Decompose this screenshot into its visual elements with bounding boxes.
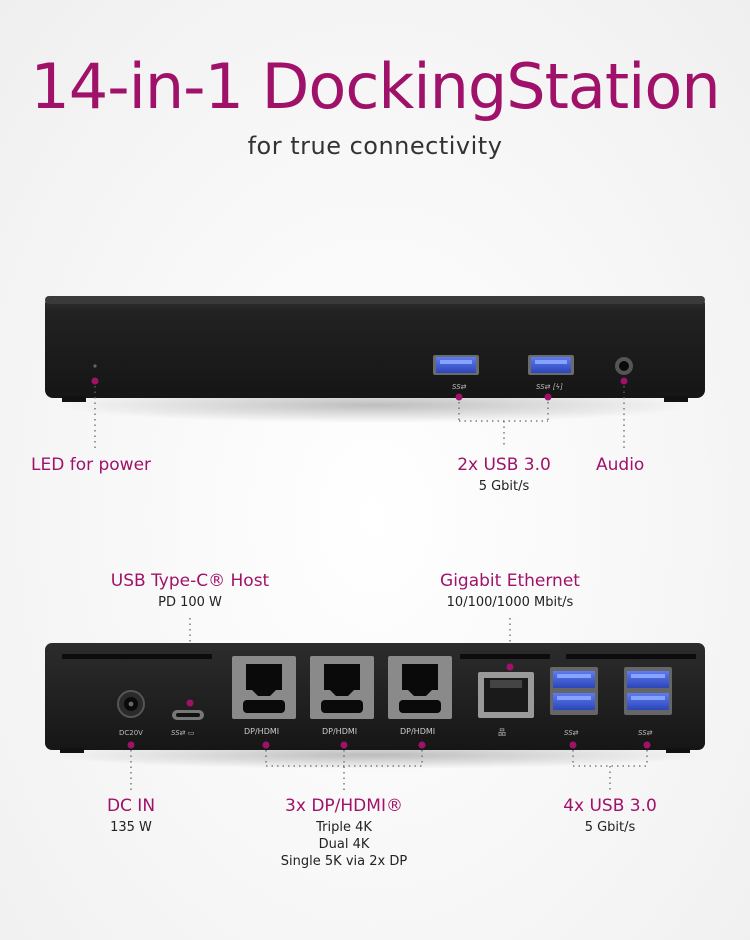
- dp-hdmi-port-1-icon: DP/HDMI: [232, 656, 296, 736]
- dp-port-text-3: DP/HDMI: [400, 727, 435, 736]
- audio-label: Audio: [596, 455, 645, 475]
- audio-jack-icon: [615, 357, 633, 375]
- front-usb-callout: 2x USB 3.0 5 Gbit/s: [404, 455, 604, 494]
- front-usb-port-1-icon: SS⇄: [433, 355, 479, 391]
- svg-text:SS⇄ [ϟ]: SS⇄ [ϟ]: [536, 383, 563, 391]
- svg-text:SS⇄: SS⇄: [564, 729, 579, 737]
- led-label: LED for power: [31, 455, 152, 475]
- front-usb-speed: 5 Gbit/s: [478, 479, 530, 494]
- front-view: SS⇄ SS⇄ [ϟ]: [45, 296, 705, 448]
- ethernet-speed: 10/100/1000 Mbit/s: [446, 595, 574, 610]
- usb4-callout: 4x USB 3.0 5 Gbit/s: [520, 796, 700, 835]
- ethernet-callout: Gigabit Ethernet 10/100/1000 Mbit/s: [400, 571, 620, 610]
- dc-in-port-icon: DC20V: [117, 690, 145, 737]
- svg-text:SS⇄: SS⇄: [638, 729, 653, 737]
- front-usb-port-2-icon: SS⇄ [ϟ]: [528, 355, 574, 391]
- usbc-power: PD 100 W: [158, 595, 222, 610]
- dp-callout: 3x DP/HDMI® Triple 4K Dual 4K Single 5K …: [234, 796, 454, 869]
- dc-port-text: DC20V: [119, 729, 143, 737]
- usb4-speed: 5 Gbit/s: [584, 820, 636, 835]
- dp-port-text-1: DP/HDMI: [244, 727, 279, 736]
- dp-single: Single 5K via 2x DP: [280, 854, 408, 869]
- ethernet-port-icon: 品: [478, 672, 534, 737]
- dp-label: 3x DP/HDMI®: [285, 796, 403, 816]
- page-title: 14-in-1 DockingStation: [30, 50, 720, 123]
- usbc-label: USB Type-C® Host: [110, 571, 270, 591]
- dcin-power: 135 W: [110, 820, 152, 835]
- dp-port-text-2: DP/HDMI: [322, 727, 357, 736]
- dcin-callout: DC IN 135 W: [71, 796, 191, 835]
- dcin-label: DC IN: [106, 796, 156, 816]
- dp-triple: Triple 4K: [316, 820, 372, 835]
- usb-c-port-icon: SS⇄ ▭: [171, 710, 204, 737]
- front-usb-label: 2x USB 3.0: [457, 455, 551, 475]
- page-subtitle: for true connectivity: [247, 132, 503, 160]
- svg-text:SS⇄: SS⇄: [452, 383, 467, 391]
- dp-dual: Dual 4K: [318, 837, 370, 852]
- dp-hdmi-port-2-icon: DP/HDMI: [310, 656, 374, 736]
- ethernet-label: Gigabit Ethernet: [440, 571, 580, 591]
- rear-usb-ports-right-icon: SS⇄: [624, 667, 672, 737]
- back-view: DC20V SS⇄ ▭ DP/HDMI DP/HDMI DP/HDMI: [45, 618, 705, 793]
- usbc-callout: USB Type-C® Host PD 100 W: [90, 571, 290, 610]
- svg-text:品: 品: [498, 728, 506, 737]
- svg-text:SS⇄ ▭: SS⇄ ▭: [171, 729, 194, 737]
- dp-hdmi-port-3-icon: DP/HDMI: [388, 656, 452, 736]
- rear-usb-ports-left-icon: SS⇄: [550, 667, 598, 737]
- usb4-label: 4x USB 3.0: [563, 796, 657, 816]
- led-icon: [93, 364, 97, 368]
